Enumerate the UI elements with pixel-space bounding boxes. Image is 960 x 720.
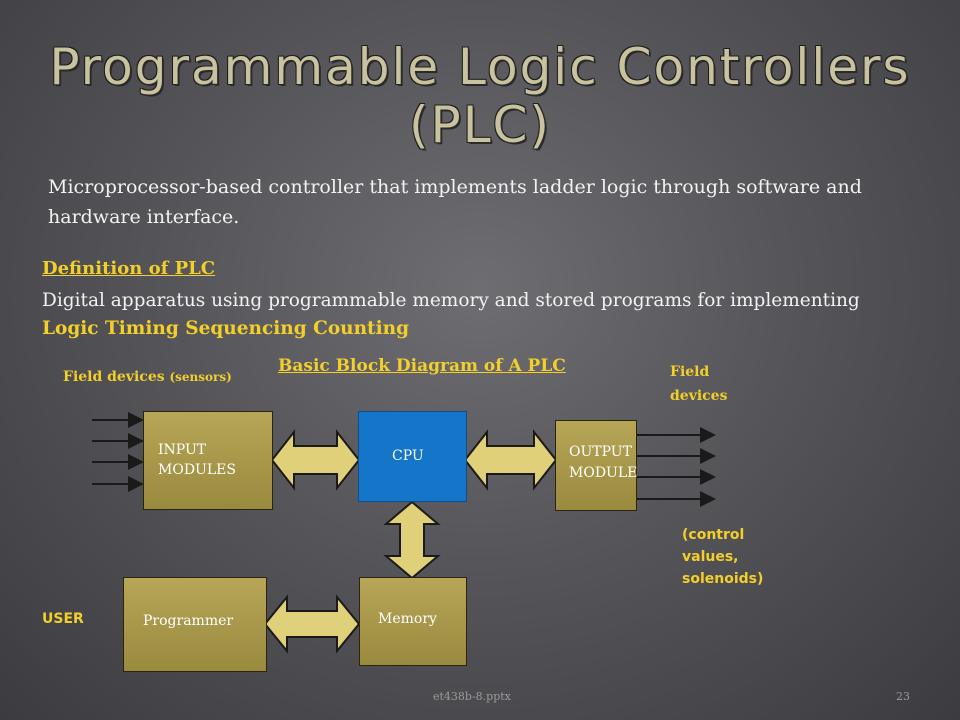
output-module-block: OUTPUT MODULE — [555, 420, 637, 511]
field-devices-left-sub: (sensors) — [169, 370, 232, 384]
programmer-memory-double-arrow — [263, 594, 361, 654]
cpu-output-double-arrow — [463, 429, 558, 491]
programmer-label: Programmer — [143, 613, 234, 629]
output-module-label: OUTPUT MODULE — [569, 442, 637, 484]
slide-title: Programmable Logic Controllers (PLC) — [0, 38, 960, 154]
programmer-block: Programmer — [123, 577, 267, 672]
footer-page-number: 23 — [896, 690, 910, 703]
output-module-line2: MODULE — [569, 465, 638, 481]
definition-heading: Definition of PLC — [42, 258, 216, 279]
field-devices-right-line1: Field — [670, 364, 710, 380]
control-values-line3: solenoids) — [682, 571, 764, 587]
footer-filename: et438b-8.pptx — [433, 690, 511, 703]
field-devices-right-label: Field devices — [670, 360, 727, 408]
definition-highlight: Logic Timing Sequencing Counting — [42, 318, 410, 339]
output-module-line1: OUTPUT — [569, 444, 632, 460]
cpu-memory-double-arrow — [383, 500, 441, 580]
field-devices-left-text: Field devices — [63, 369, 165, 385]
slide-title-line1: Programmable Logic Controllers — [49, 38, 911, 96]
definition-body: Digital apparatus using programmable mem… — [42, 290, 860, 311]
memory-label: Memory — [378, 611, 437, 627]
intro-text: Microprocessor-based controller that imp… — [48, 176, 862, 228]
control-values-line2: values, — [682, 549, 739, 565]
input-modules-line1: INPUT — [158, 442, 207, 458]
input-modules-label: INPUT MODULES — [158, 440, 236, 480]
cpu-block: CPU — [358, 411, 467, 502]
control-values-line1: (control — [682, 527, 745, 543]
input-modules-block: INPUT MODULES — [143, 411, 273, 510]
field-devices-left-label: Field devices (sensors) — [63, 369, 232, 385]
input-cpu-double-arrow — [270, 429, 361, 491]
field-devices-right-line2: devices — [670, 388, 728, 404]
slide-title-line2: (PLC) — [409, 96, 551, 154]
user-label: USER — [42, 611, 84, 627]
input-modules-line2: MODULES — [158, 462, 236, 478]
cpu-label: CPU — [392, 448, 424, 464]
memory-block: Memory — [359, 577, 467, 666]
definition-text: Digital apparatus using programmable mem… — [42, 287, 922, 343]
diagram-title: Basic Block Diagram of A PLC — [278, 356, 566, 376]
control-values-label: (control values, solenoids) — [682, 524, 763, 590]
